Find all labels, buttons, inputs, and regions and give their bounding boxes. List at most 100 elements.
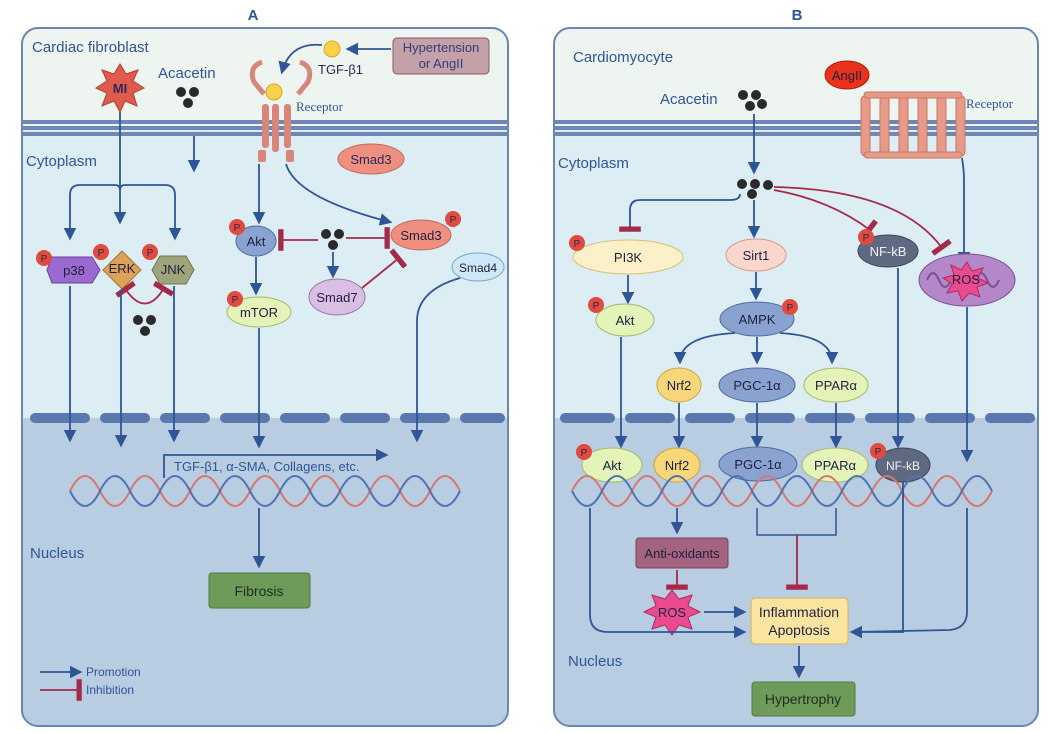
acacetin-molecule-a bbox=[176, 87, 199, 108]
jnk-label: JNK bbox=[161, 262, 186, 277]
hypertrophy-label: Hypertrophy bbox=[765, 691, 841, 707]
acacetin-molecule-a3 bbox=[321, 229, 344, 250]
ppar-node bbox=[803, 367, 869, 403]
angii-label: AngII bbox=[832, 68, 862, 83]
apoptosis-label: Apoptosis bbox=[768, 622, 829, 638]
smad3-p-label: Smad3 bbox=[400, 228, 441, 243]
svg-text:P: P bbox=[787, 303, 794, 314]
phospho-markers-a: P P P P P P bbox=[36, 211, 461, 307]
receptor-label-a: Receptor bbox=[296, 99, 344, 114]
sirt1-label: Sirt1 bbox=[743, 248, 770, 263]
svg-text:P: P bbox=[875, 447, 882, 458]
cytoplasm-label-a: Cytoplasm bbox=[26, 153, 97, 170]
akt-node-b bbox=[595, 303, 655, 337]
gene-targets-a: TGF-β1, α-SMA, Collagens, etc. bbox=[174, 459, 360, 474]
panel-b: B Cardiomyocyte Cytoplasm Nucleus Acacet… bbox=[553, 7, 1039, 727]
ppar-nuclear-node bbox=[801, 447, 869, 483]
nrf2-nuclear-node bbox=[653, 447, 701, 483]
smad3-top-node bbox=[337, 143, 405, 175]
phospho-markers-b: P P P P P P bbox=[569, 229, 886, 460]
nfkb-label: NF-kB bbox=[870, 244, 907, 259]
acacetin-label-a: Acacetin bbox=[158, 65, 216, 82]
nrf2-label: Nrf2 bbox=[667, 378, 692, 393]
pgc-node bbox=[718, 367, 796, 403]
akt-nuclear-label: Akt bbox=[603, 458, 622, 473]
mi-star: MI bbox=[94, 63, 146, 114]
nuclear-membrane-a bbox=[30, 413, 505, 423]
acacetin-molecule-b bbox=[738, 90, 767, 111]
receptor-b bbox=[860, 91, 966, 159]
svg-text:P: P bbox=[41, 254, 48, 265]
mtor-label: mTOR bbox=[240, 305, 278, 320]
nfkb-node bbox=[857, 234, 919, 268]
inflammation-label: Inflammation bbox=[759, 604, 839, 620]
ros-label: ROS bbox=[658, 605, 687, 620]
cell-type-b: Cardiomyocyte bbox=[573, 49, 673, 66]
legend-promotion: Promotion bbox=[86, 665, 141, 679]
panel-letter-b: B bbox=[792, 7, 803, 24]
smad3-top-label: Smad3 bbox=[350, 152, 391, 167]
fibrosis-box bbox=[208, 572, 311, 609]
mitochondria-ros: ROS bbox=[918, 253, 1016, 307]
svg-text:P: P bbox=[98, 248, 105, 259]
sirt1-node bbox=[725, 238, 787, 272]
akt-node-a bbox=[235, 225, 277, 257]
p38-node bbox=[46, 256, 101, 284]
cell-type-a: Cardiac fibroblast bbox=[32, 39, 150, 56]
hypertrophy-box bbox=[751, 681, 856, 717]
acacetin-molecule-b2 bbox=[737, 179, 773, 199]
ampk-label: AMPK bbox=[739, 312, 776, 327]
svg-text:P: P bbox=[234, 223, 241, 234]
p38-label: p38 bbox=[63, 263, 85, 278]
legend-inhibition: Inhibition bbox=[86, 683, 134, 697]
smad3-p-node bbox=[390, 219, 452, 251]
akt-label-b: Akt bbox=[616, 313, 635, 328]
dna-helix-b bbox=[571, 475, 993, 507]
smad4-node bbox=[451, 252, 505, 282]
hypertension-line2: or AngII bbox=[419, 56, 464, 71]
ppar-label: PPARα bbox=[815, 378, 857, 393]
acacetin-label-b: Acacetin bbox=[660, 91, 718, 108]
mtor-node bbox=[226, 296, 292, 328]
receptor-a bbox=[249, 59, 313, 162]
hypertension-box bbox=[392, 37, 490, 75]
fibrosis-label: Fibrosis bbox=[234, 583, 283, 599]
antioxidants-label: Anti-oxidants bbox=[644, 546, 720, 561]
svg-text:P: P bbox=[147, 248, 154, 259]
svg-text:P: P bbox=[581, 448, 588, 459]
svg-text:P: P bbox=[450, 215, 457, 226]
ros-star bbox=[642, 589, 702, 636]
nrf2-node bbox=[656, 367, 702, 403]
inflammation-apoptosis-box bbox=[750, 597, 849, 645]
akt-label-a: Akt bbox=[247, 234, 266, 249]
svg-text:P: P bbox=[863, 233, 870, 244]
ppar-nuclear-label: PPARα bbox=[814, 458, 856, 473]
smad4-label: Smad4 bbox=[459, 261, 497, 275]
nfkb-nuclear-label: NF-kB bbox=[886, 459, 920, 473]
pi3k-label: PI3K bbox=[614, 250, 643, 265]
mi-label: MI bbox=[113, 81, 127, 96]
svg-text:P: P bbox=[574, 239, 581, 250]
svg-text:P: P bbox=[232, 295, 239, 306]
nrf2-nuclear-label: Nrf2 bbox=[665, 458, 690, 473]
receptor-label-b: Receptor bbox=[966, 96, 1014, 111]
smad7-node bbox=[308, 278, 366, 316]
nucleus-label-b: Nucleus bbox=[568, 653, 622, 670]
pgc-nuclear-label: PGC-1α bbox=[734, 457, 782, 472]
angii-node bbox=[824, 60, 870, 90]
ampk-node bbox=[719, 301, 795, 337]
pi3k-node bbox=[572, 239, 684, 275]
cytoplasm-label-b: Cytoplasm bbox=[558, 155, 629, 172]
akt-nuclear-node bbox=[581, 447, 643, 483]
acacetin-molecule-a2 bbox=[133, 315, 156, 336]
tgf-label: TGF-β1 bbox=[318, 62, 363, 77]
nucleus-label-a: Nucleus bbox=[30, 545, 84, 562]
panel-a: A Cardiac fibroblast Cytoplasm Nucleus M… bbox=[21, 7, 509, 727]
legend: Promotion Inhibition bbox=[40, 665, 141, 701]
tgf-ligand bbox=[323, 40, 341, 58]
hypertension-line1: Hypertension bbox=[403, 40, 480, 55]
dna-helix-a bbox=[69, 475, 461, 507]
erk-label: ERK bbox=[109, 261, 136, 276]
